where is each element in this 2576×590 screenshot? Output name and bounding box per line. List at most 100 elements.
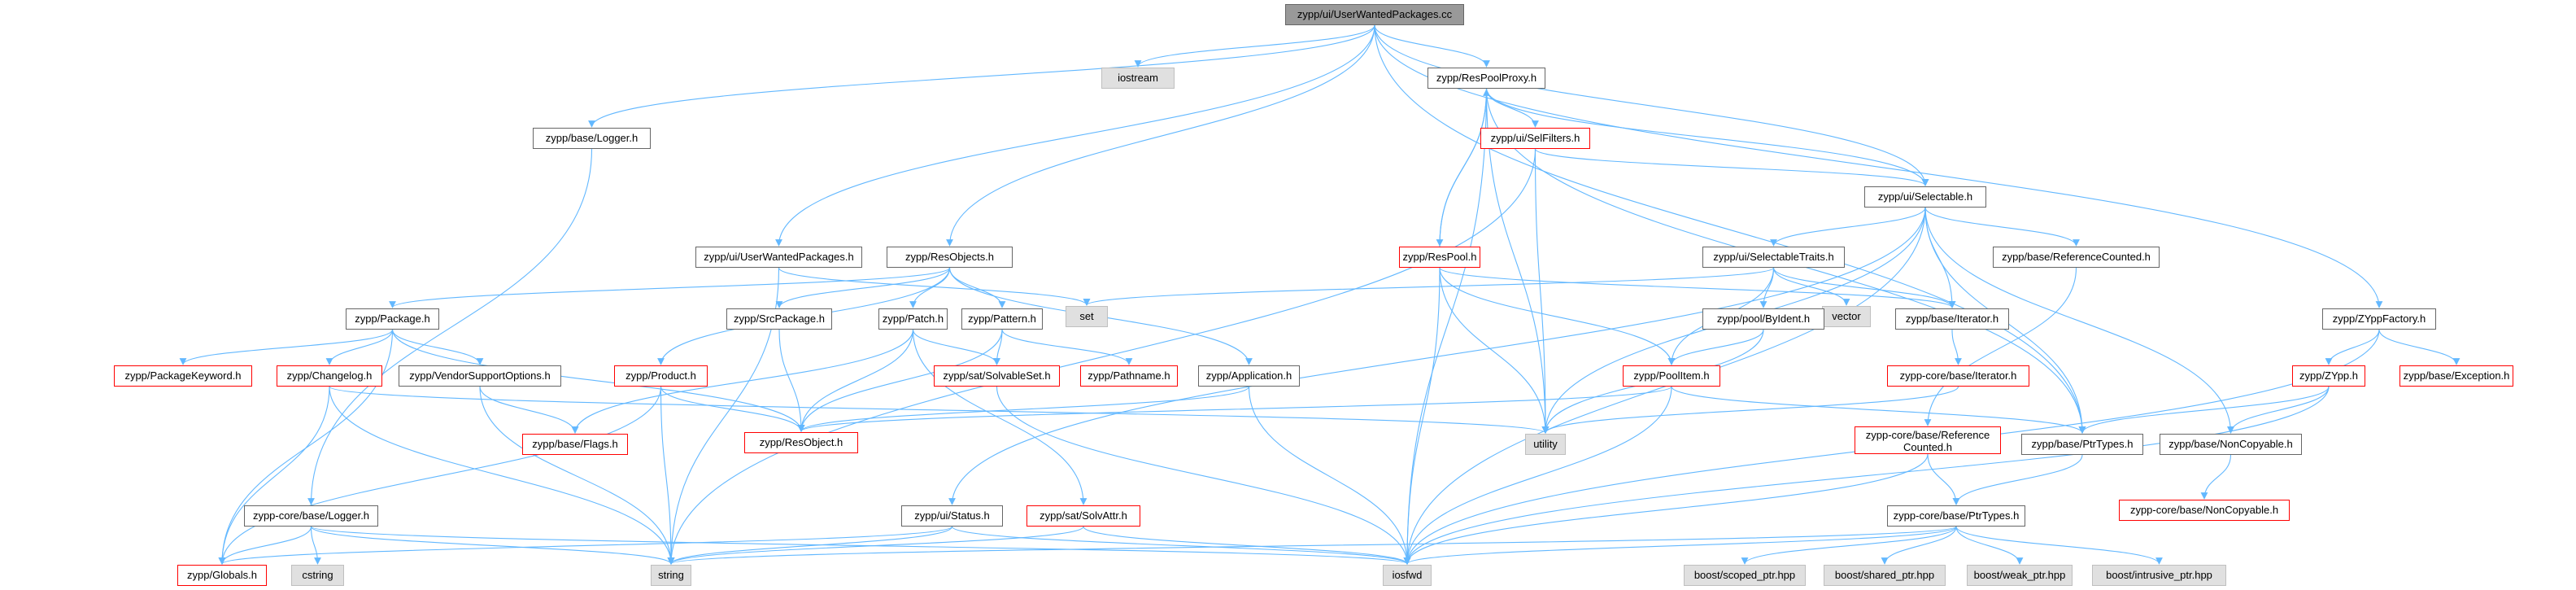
edge-selectable-to-baseiterator bbox=[1924, 207, 1956, 308]
edge-zyppfactory-to-baseexception bbox=[2378, 329, 2460, 365]
edge-poolbyident-to-poolitem bbox=[1667, 329, 1764, 365]
edge-baselogger-to-corelogger bbox=[307, 148, 593, 505]
edge-resobjects-to-pattern bbox=[948, 267, 1006, 308]
graph-node-corelogger[interactable]: zypp-core/base/Logger.h bbox=[244, 505, 378, 527]
edge-resobjects-to-package bbox=[389, 267, 951, 308]
graph-node-zypp[interactable]: zypp/ZYpp.h bbox=[2292, 365, 2365, 387]
edge-selectable-to-refcounted bbox=[1924, 207, 2080, 247]
edge-uistatus-to-string bbox=[667, 526, 953, 565]
edge-product-to-globals bbox=[218, 386, 662, 565]
graph-node-uwp[interactable]: zypp/ui/UserWantedPackages.h bbox=[695, 247, 862, 268]
graph-node-resobject[interactable]: zypp/ResObject.h bbox=[744, 432, 858, 453]
edge-srcpackage-to-resobject bbox=[778, 329, 805, 432]
edge-package-to-pkgkeyword bbox=[179, 329, 394, 365]
edge-seltraits-to-baseiterator bbox=[1772, 267, 1956, 308]
graph-node-respool[interactable]: zypp/ResPool.h bbox=[1399, 247, 1480, 268]
graph-node-scopedptr: boost/scoped_ptr.hpp bbox=[1684, 565, 1806, 586]
graph-node-solvattr[interactable]: zypp/sat/SolvAttr.h bbox=[1026, 505, 1140, 527]
graph-node-product[interactable]: zypp/Product.h bbox=[614, 365, 708, 387]
edge-root-to-baseptrtypes bbox=[1374, 24, 2086, 434]
edge-respool-to-utility bbox=[1439, 267, 1550, 434]
graph-node-noncopyable[interactable]: zypp/base/NonCopyable.h bbox=[2160, 434, 2302, 455]
edge-corelogger-to-globals bbox=[218, 526, 312, 565]
edge-solvattr-to-string bbox=[667, 526, 1084, 565]
edge-application-to-resobject bbox=[797, 386, 1250, 432]
edge-patch-to-solvattr bbox=[912, 329, 1087, 505]
edge-respoolproxy-to-selectable bbox=[1485, 88, 1929, 186]
graph-node-globals[interactable]: zypp/Globals.h bbox=[177, 565, 267, 586]
edge-coreptrtypes-to-intrusiveptr bbox=[1955, 526, 2163, 565]
graph-node-baselogger[interactable]: zypp/base/Logger.h bbox=[533, 128, 651, 149]
graph-node-selfilters[interactable]: zypp/ui/SelFilters.h bbox=[1480, 128, 1590, 149]
edge-coreiterator-to-utility bbox=[1541, 386, 1959, 434]
graph-node-vendorsupport[interactable]: zypp/VendorSupportOptions.h bbox=[399, 365, 561, 387]
graph-node-baseflags[interactable]: zypp/base/Flags.h bbox=[522, 434, 628, 455]
edge-corelogger-to-string bbox=[310, 526, 675, 565]
edge-respool-to-baseiterator bbox=[1439, 267, 1956, 308]
graph-node-intrusiveptr: boost/intrusive_ptr.hpp bbox=[2092, 565, 2226, 586]
graph-node-pattern[interactable]: zypp/Pattern.h bbox=[961, 308, 1043, 330]
graph-node-patch[interactable]: zypp/Patch.h bbox=[878, 308, 948, 330]
edge-pattern-to-resobject bbox=[797, 329, 1003, 432]
edge-vendorsupport-to-baseflags bbox=[479, 386, 579, 434]
graph-node-poolitem[interactable]: zypp/PoolItem.h bbox=[1623, 365, 1720, 387]
edge-corelogger-to-cstring bbox=[310, 526, 321, 565]
graph-node-pkgkeyword[interactable]: zypp/PackageKeyword.h bbox=[114, 365, 252, 387]
graph-node-set: set bbox=[1066, 306, 1108, 327]
edge-zypp-to-iosfwd bbox=[1403, 386, 2330, 565]
edge-corerefcounted-to-coreptrtypes bbox=[1927, 453, 1960, 505]
edge-patch-to-solvableset bbox=[912, 329, 1000, 365]
edge-changelog-to-utility bbox=[329, 386, 1549, 434]
graph-node-changelog[interactable]: zypp/Changelog.h bbox=[277, 365, 382, 387]
graph-node-uistatus[interactable]: zypp/ui/Status.h bbox=[901, 505, 1003, 527]
edge-poolitem-to-resobject bbox=[797, 386, 1672, 432]
edge-coreptrtypes-to-scopedptr bbox=[1741, 526, 1957, 565]
graph-node-coreptrtypes[interactable]: zypp-core/base/PtrTypes.h bbox=[1887, 505, 2025, 527]
edge-changelog-to-globals bbox=[218, 386, 330, 565]
edge-root-to-baselogger bbox=[588, 24, 1375, 128]
graph-node-respoolproxy[interactable]: zypp/ResPoolProxy.h bbox=[1427, 68, 1545, 89]
edge-baseiterator-to-coreiterator bbox=[1951, 329, 1962, 365]
graph-node-seltraits[interactable]: zypp/ui/SelectableTraits.h bbox=[1702, 247, 1845, 268]
edge-coreptrtypes-to-string bbox=[668, 526, 1957, 565]
edge-respoolproxy-to-iosfwd bbox=[1403, 88, 1488, 565]
graph-node-corenoncopyable[interactable]: zypp-core/base/NonCopyable.h bbox=[2119, 500, 2290, 521]
graph-node-baseexception[interactable]: zypp/base/Exception.h bbox=[2399, 365, 2513, 387]
edge-zypp-to-noncopyable bbox=[2227, 386, 2330, 434]
graph-node-package[interactable]: zypp/Package.h bbox=[346, 308, 439, 330]
edge-respool-to-respoolproxy bbox=[1439, 89, 1490, 247]
graph-node-application[interactable]: zypp/Application.h bbox=[1198, 365, 1300, 387]
edge-noncopyable-to-corenoncopyable bbox=[2200, 454, 2232, 500]
edge-package-to-changelog bbox=[325, 329, 394, 365]
graph-node-poolbyident[interactable]: zypp/pool/ByIdent.h bbox=[1702, 308, 1824, 330]
edge-root-to-resobjects bbox=[946, 24, 1375, 247]
edge-root-to-selectable bbox=[1374, 24, 1929, 186]
graph-node-cstring: cstring bbox=[291, 565, 344, 586]
graph-node-refcounted[interactable]: zypp/base/ReferenceCounted.h bbox=[1993, 247, 2160, 268]
edge-resobjects-to-srcpackage bbox=[775, 267, 951, 308]
edge-solvableset-to-iosfwd bbox=[996, 386, 1411, 565]
edge-zyppfactory-to-zypp bbox=[2325, 329, 2380, 365]
edge-package-to-resobject bbox=[391, 329, 805, 432]
edge-vendorsupport-to-string bbox=[479, 386, 675, 565]
edge-product-to-resobject bbox=[660, 386, 805, 432]
graph-node-iosfwd: iosfwd bbox=[1383, 565, 1432, 586]
graph-node-selectable[interactable]: zypp/ui/Selectable.h bbox=[1864, 186, 1986, 208]
graph-node-baseptrtypes[interactable]: zypp/base/PtrTypes.h bbox=[2021, 434, 2143, 455]
graph-node-solvableset[interactable]: zypp/sat/SolvableSet.h bbox=[934, 365, 1060, 387]
graph-node-baseiterator[interactable]: zypp/base/Iterator.h bbox=[1895, 308, 2009, 330]
edge-corerefcounted-to-iosfwd bbox=[1403, 453, 1929, 565]
edge-respool-to-poolitem bbox=[1439, 267, 1676, 365]
graph-node-srcpackage[interactable]: zypp/SrcPackage.h bbox=[726, 308, 832, 330]
edge-application-to-iosfwd bbox=[1248, 386, 1411, 565]
graph-node-zyppfactory[interactable]: zypp/ZYppFactory.h bbox=[2322, 308, 2436, 330]
graph-node-coreiterator[interactable]: zypp-core/base/Iterator.h bbox=[1887, 365, 2029, 387]
root-node: zypp/ui/UserWantedPackages.cc bbox=[1285, 4, 1464, 25]
graph-node-pathname[interactable]: zypp/Pathname.h bbox=[1080, 365, 1178, 387]
edge-corelogger-to-iosfwd bbox=[310, 526, 1410, 565]
graph-node-sharedptr: boost/shared_ptr.hpp bbox=[1824, 565, 1946, 586]
graph-node-resobjects[interactable]: zypp/ResObjects.h bbox=[887, 247, 1013, 268]
edge-coreptrtypes-to-sharedptr bbox=[1881, 526, 1957, 565]
